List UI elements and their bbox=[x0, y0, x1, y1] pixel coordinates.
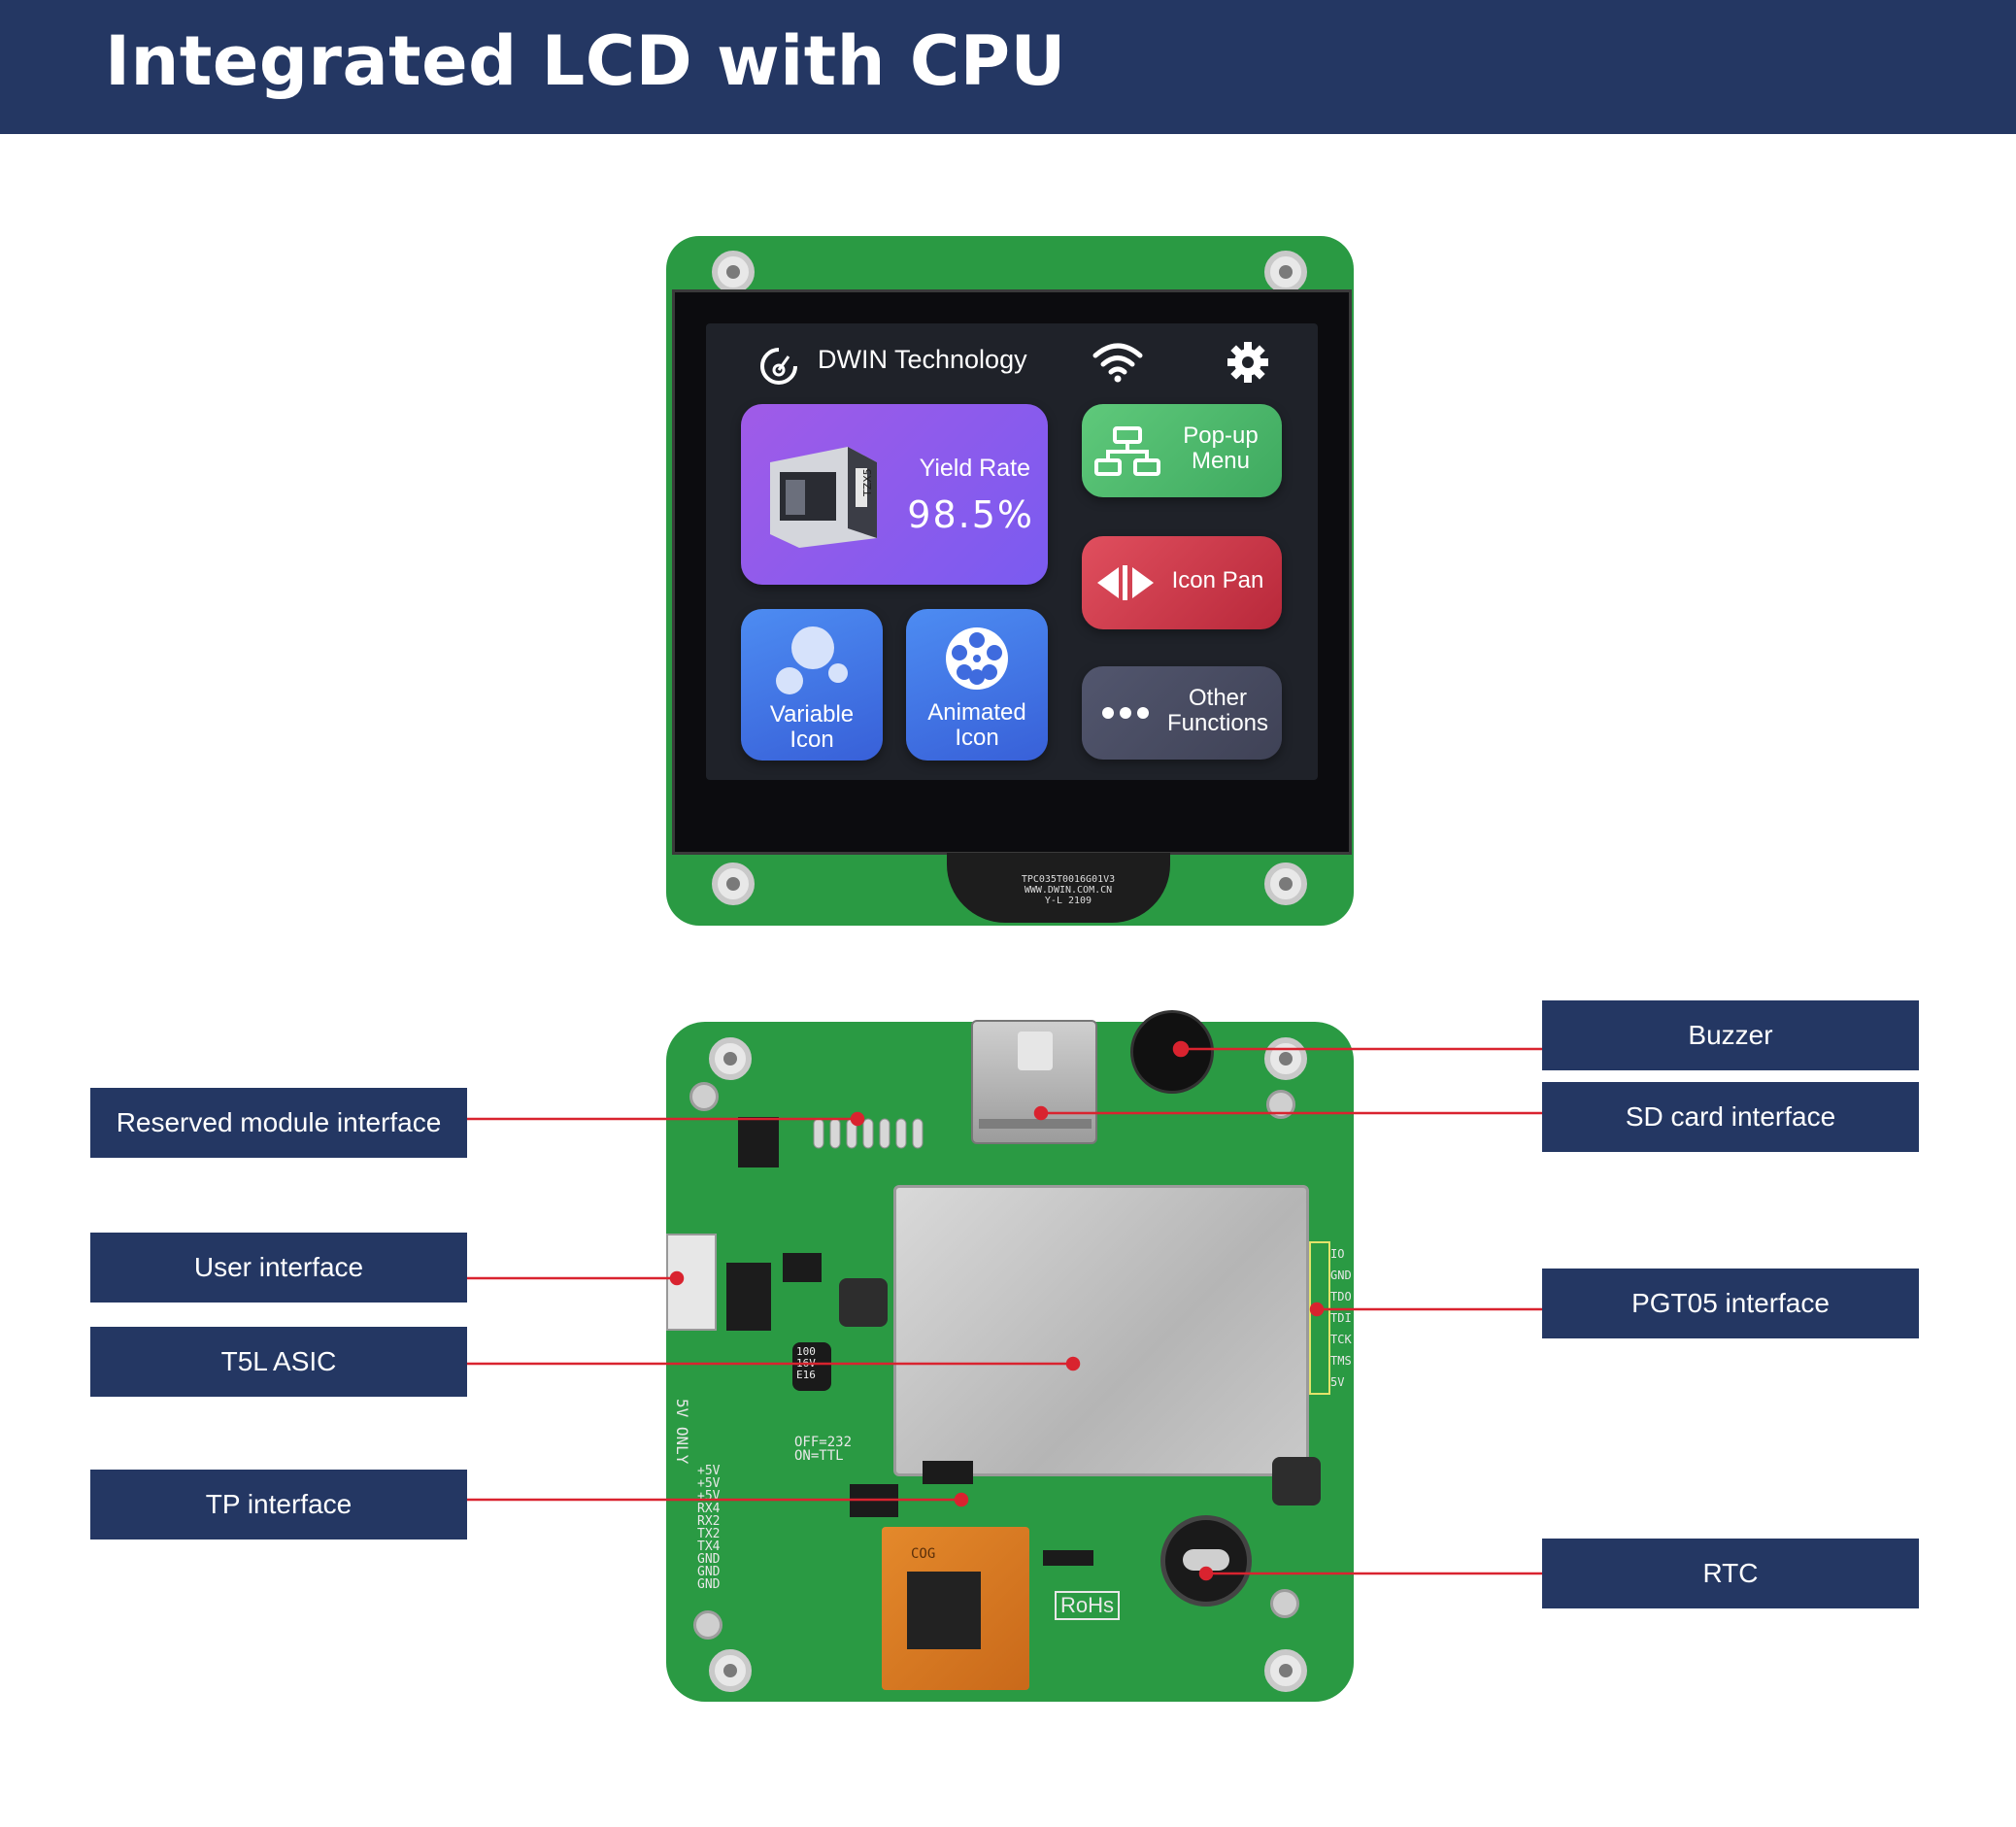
label-rtc: RTC bbox=[1542, 1539, 1919, 1608]
mount-hole bbox=[1264, 1649, 1307, 1692]
animated-icon-card[interactable]: Animated Icon bbox=[906, 609, 1048, 761]
mount-hole bbox=[1264, 863, 1307, 905]
power-chip bbox=[726, 1263, 771, 1331]
leader-dot-tp bbox=[954, 1492, 969, 1507]
silk-off-on: OFF=232 ON=TTL bbox=[794, 1435, 853, 1464]
pan-arrows-icon bbox=[1097, 565, 1154, 600]
electrolytic-capacitor: 100 16V E16 bbox=[792, 1342, 831, 1391]
leader-dot-t5l bbox=[1065, 1356, 1081, 1371]
leader-dot-sd bbox=[1033, 1105, 1049, 1121]
inductor bbox=[1272, 1457, 1321, 1506]
fpc-connector bbox=[1043, 1550, 1093, 1566]
solder-pad bbox=[1270, 1589, 1299, 1618]
lcd-model-text: TPC035T0016G01V3 WWW.DWIN.COM.CN Y-L 210… bbox=[1021, 874, 1116, 906]
wifi-icon bbox=[1092, 343, 1143, 383]
tp-connector bbox=[923, 1461, 973, 1484]
variable-icon-label: Variable Icon bbox=[769, 701, 855, 753]
cnc-machine-icon: TZX5 bbox=[770, 447, 877, 548]
inductor bbox=[839, 1278, 888, 1327]
mount-hole bbox=[1264, 1037, 1307, 1080]
mount-hole bbox=[712, 863, 755, 905]
label-t5l-asic: T5L ASIC bbox=[90, 1327, 467, 1397]
popup-menu-label: Pop-up Menu bbox=[1183, 423, 1259, 474]
icon-pan-label: Icon Pan bbox=[1171, 567, 1264, 593]
label-buzzer: Buzzer bbox=[1542, 1000, 1919, 1070]
dwin-logo-icon bbox=[760, 348, 797, 385]
mount-hole bbox=[709, 1037, 752, 1080]
mount-hole bbox=[709, 1649, 752, 1692]
popup-menu-card[interactable]: Pop-up Menu bbox=[1082, 404, 1282, 497]
variable-icon-card[interactable]: Variable Icon bbox=[741, 609, 883, 761]
label-pgt05: PGT05 interface bbox=[1542, 1269, 1919, 1338]
leader-dot-user bbox=[669, 1270, 685, 1286]
animated-icon-label: Animated Icon bbox=[927, 699, 1026, 751]
t5l-asic-shield bbox=[893, 1185, 1309, 1476]
hierarchy-icon bbox=[1094, 426, 1160, 476]
leader-dot-rtc bbox=[1198, 1566, 1214, 1581]
pgt05-header bbox=[1309, 1241, 1330, 1395]
svg-text:TZX5: TZX5 bbox=[861, 468, 874, 497]
label-sd-card: SD card interface bbox=[1542, 1082, 1919, 1152]
leader-dot-reserved bbox=[850, 1111, 865, 1127]
solder-pad bbox=[689, 1082, 719, 1111]
solder-pad bbox=[693, 1610, 722, 1640]
yield-rate-card[interactable]: TZX5 Yield Rate 98.5% bbox=[741, 404, 1048, 585]
header-banner: Integrated LCD with CPU bbox=[0, 0, 2016, 134]
gear-icon[interactable] bbox=[1226, 340, 1270, 385]
pgt05-pin-labels: IO GND TDO TDI TCK TMS 5V bbox=[1330, 1247, 1352, 1389]
other-functions-label: Other Functions bbox=[1166, 685, 1269, 736]
leader-dot-pgt05 bbox=[1309, 1302, 1325, 1317]
lcd-flex-cable bbox=[947, 853, 1170, 923]
label-user-interface: User interface bbox=[90, 1233, 467, 1303]
rohs-mark: RoHs bbox=[1055, 1591, 1121, 1620]
rtc-battery bbox=[1160, 1515, 1252, 1607]
more-dots-icon bbox=[1102, 707, 1149, 719]
touch-controller-chip bbox=[907, 1572, 981, 1649]
label-reserved-module: Reserved module interface bbox=[90, 1088, 467, 1158]
film-reel-icon bbox=[946, 627, 1008, 690]
smd-chip bbox=[738, 1117, 779, 1167]
smd-chip bbox=[783, 1253, 822, 1282]
buzzer-component bbox=[1130, 1010, 1214, 1094]
label-tp-interface: TP interface bbox=[90, 1470, 467, 1539]
other-functions-card[interactable]: Other Functions bbox=[1082, 666, 1282, 760]
page-title: Integrated LCD with CPU bbox=[105, 21, 1066, 101]
leader-dot-buzzer bbox=[1172, 1040, 1190, 1058]
icon-pan-card[interactable]: Icon Pan bbox=[1082, 536, 1282, 629]
bubbles-icon bbox=[776, 626, 848, 694]
screen-brand-text: DWIN Technology bbox=[818, 345, 1027, 374]
yield-rate-value: 98.5% bbox=[907, 493, 1034, 536]
yield-rate-label: Yield Rate bbox=[919, 455, 1030, 482]
touch-fpc: COG bbox=[882, 1527, 1029, 1690]
sd-card-slot bbox=[971, 1020, 1097, 1144]
